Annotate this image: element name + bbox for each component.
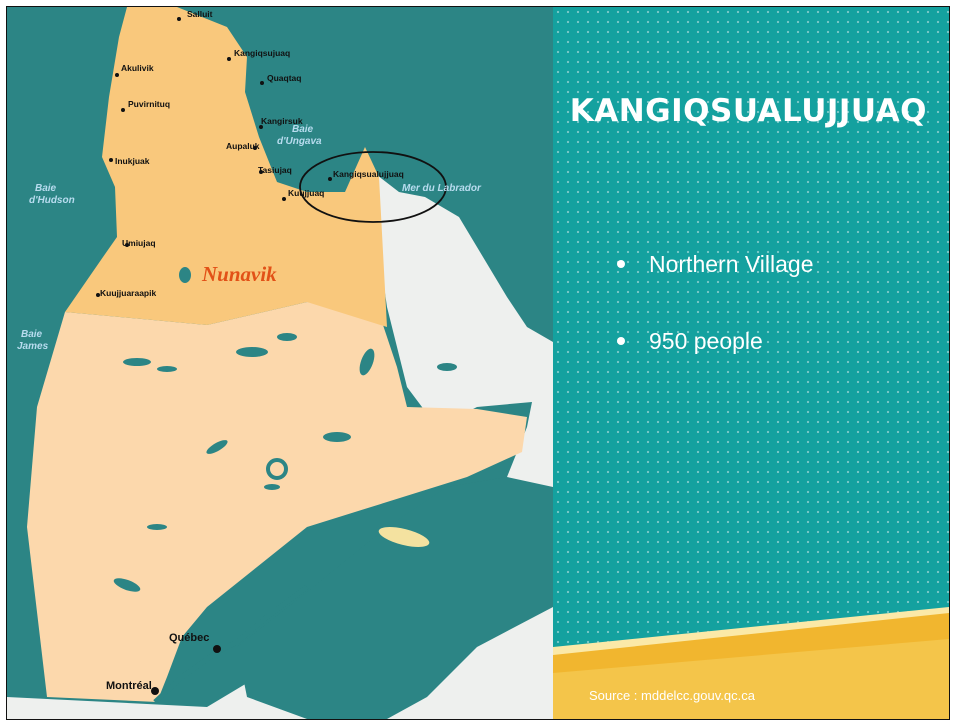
baie-ungava-label-line1: Baie xyxy=(292,124,314,135)
community-label-puvirnituq: Puvirnituq xyxy=(128,99,170,109)
highlight-circle xyxy=(299,151,447,223)
baie-james-label-line2: James xyxy=(17,341,49,352)
community-label-kuujjuaq: Kuujjuaq xyxy=(288,188,324,198)
quebec-map: Baie d'Hudson Baie James Baie d'Ungava M… xyxy=(7,7,553,719)
community-label-kangirsuk: Kangirsuk xyxy=(261,116,303,126)
gulf-water xyxy=(237,477,553,719)
mer-labrador-label: Mer du Labrador xyxy=(402,183,482,194)
footer-accent xyxy=(553,607,949,719)
anticosti-island xyxy=(378,527,430,547)
community-label-salluit: Salluit xyxy=(187,9,213,19)
community-label-quaqtaq: Quaqtaq xyxy=(267,73,301,83)
community-label-umiujaq: Umiujaq xyxy=(122,238,156,248)
community-label-inukjuak: Inukjuak xyxy=(115,156,150,166)
baie-hudson-label-line2: d'Hudson xyxy=(29,195,75,206)
city-label-montreal: Montréal xyxy=(106,680,152,692)
nunavik-region xyxy=(65,7,387,327)
baie-james-label-line1: Baie xyxy=(21,329,43,340)
slide: Baie d'Hudson Baie James Baie d'Ungava M… xyxy=(6,6,950,720)
baie-ungava-label-line2: d'Ungava xyxy=(277,136,322,147)
map-panel: Baie d'Hudson Baie James Baie d'Ungava M… xyxy=(7,7,553,719)
southern-quebec xyxy=(27,302,527,702)
nunavik-label: Nunavik xyxy=(201,262,277,286)
community-label-kuujjuaraapik: Kuujjuaraapik xyxy=(100,288,156,298)
community-label-kangiqsualujjuaq: Kangiqsualujjuaq xyxy=(333,169,404,179)
bullet-item-population: 950 people xyxy=(617,328,814,355)
bullet-item-northern-village: Northern Village xyxy=(617,251,814,278)
slide-title: KANGIQSUALUJJUAQ xyxy=(569,93,927,129)
community-markers xyxy=(96,17,332,297)
community-label-aupaluk: Aupaluk xyxy=(226,141,260,151)
community-label-akulivik: Akulivik xyxy=(121,63,154,73)
community-label-tasiujaq: Tasiujaq xyxy=(258,165,292,175)
bullet-text: 950 people xyxy=(649,328,763,354)
baie-hudson-label-line1: Baie xyxy=(35,183,57,194)
info-panel: KANGIQSUALUJJUAQ Northern Village 950 pe… xyxy=(553,7,949,719)
city-label-quebec: Québec xyxy=(169,632,209,644)
bullet-text: Northern Village xyxy=(649,251,814,277)
bullet-dot-icon xyxy=(617,337,625,345)
montreal-city-marker xyxy=(151,687,159,695)
lakes xyxy=(113,267,457,592)
bullet-dot-icon xyxy=(617,260,625,268)
bullet-list: Northern Village 950 people xyxy=(617,251,814,405)
quebec-city-marker xyxy=(213,645,221,653)
community-label-kangiqsujuaq: Kangiqsujuaq xyxy=(234,48,290,58)
st-lawrence-river xyxy=(153,585,309,704)
source-caption: Source : mddelcc.gouv.qc.ca xyxy=(589,688,755,703)
